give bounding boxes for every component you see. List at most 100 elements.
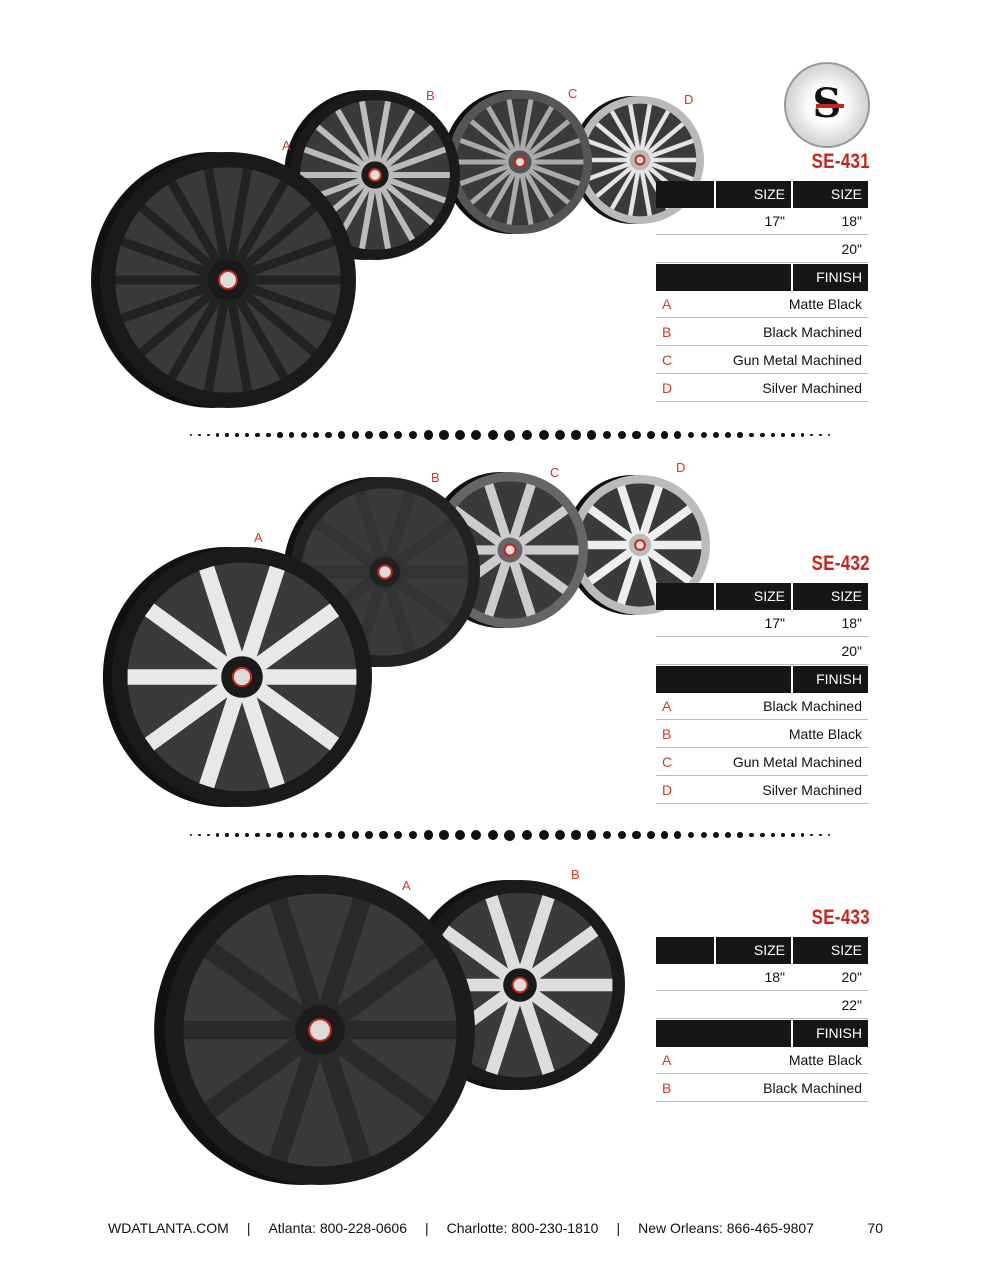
dot — [234, 433, 239, 437]
dot — [759, 432, 765, 438]
dot — [587, 430, 597, 440]
footer-atlanta-phone: Atlanta: 800-228-0606 — [268, 1220, 408, 1236]
dot — [312, 831, 320, 839]
dot — [521, 829, 533, 841]
dot — [700, 431, 707, 439]
dot — [471, 829, 482, 841]
wheel-finish-label: B — [571, 867, 580, 882]
separator: | — [246, 1220, 251, 1236]
size-header: SIZE — [714, 181, 791, 208]
finish-header-row: FINISH — [656, 1020, 868, 1047]
page-number: 70 — [867, 1220, 883, 1236]
dot — [571, 830, 581, 840]
size-value: 20" — [841, 643, 862, 659]
dot — [300, 832, 307, 838]
dot — [737, 832, 743, 838]
dot — [215, 833, 219, 837]
dot — [408, 430, 418, 440]
finish-name: Silver Machined — [762, 782, 862, 798]
finish-letter: D — [662, 782, 673, 798]
footer-new-orleans-phone: New Orleans: 866-465-9807 — [638, 1220, 814, 1236]
dot — [393, 830, 403, 840]
finish-name: Black Machined — [763, 324, 862, 340]
dot — [713, 432, 720, 438]
dot — [617, 430, 627, 440]
wheel-finish-label: A — [402, 878, 411, 893]
finish-letter: A — [662, 1052, 672, 1068]
size-row: 20" — [656, 236, 868, 263]
dot — [244, 832, 250, 838]
dot — [504, 829, 516, 841]
dot — [225, 833, 229, 837]
dot — [725, 432, 732, 438]
dot — [827, 834, 830, 836]
wheel-image — [102, 547, 372, 807]
finish-row: C Gun Metal Machined — [656, 749, 868, 776]
dot-divider — [190, 828, 830, 842]
finish-letter: C — [662, 754, 673, 770]
dot — [454, 430, 465, 440]
finish-name: Black Machined — [763, 698, 862, 714]
dot — [587, 830, 597, 840]
dot — [674, 431, 682, 439]
dot — [674, 831, 682, 839]
size-row: 22" — [656, 992, 868, 1019]
finish-name: Matte Black — [788, 1052, 862, 1068]
dot — [660, 831, 669, 839]
size-header: SIZE — [791, 583, 868, 610]
dot — [225, 433, 229, 437]
dot — [810, 833, 814, 837]
size-header: SIZE — [791, 181, 868, 208]
size-header: SIZE — [791, 937, 868, 964]
dot — [759, 832, 765, 838]
finish-letter: D — [662, 380, 673, 396]
model-title: SE-431 — [811, 150, 870, 173]
dot — [700, 831, 707, 839]
dot — [827, 434, 830, 436]
dot — [288, 432, 295, 438]
size-value: 20" — [841, 969, 862, 985]
footer-charlotte-phone: Charlotte: 800-230-1810 — [446, 1220, 599, 1236]
dot — [687, 831, 695, 839]
dot — [338, 831, 346, 839]
dot — [277, 832, 283, 838]
finish-header: FINISH — [791, 264, 868, 291]
dot — [713, 832, 720, 838]
size-value: 22" — [841, 997, 862, 1013]
size-header-row: SIZE SIZE — [656, 181, 868, 208]
dot — [617, 830, 627, 840]
finish-letter: B — [662, 1080, 672, 1096]
dot — [555, 430, 566, 440]
dot — [660, 431, 669, 439]
dot — [555, 830, 566, 840]
dot — [504, 429, 516, 441]
wheel-image — [565, 475, 710, 615]
finish-letter: C — [662, 352, 673, 368]
dot — [819, 433, 822, 437]
finish-row: A Black Machined — [656, 693, 868, 720]
footer-website[interactable]: WDATLANTA.COM — [108, 1220, 229, 1236]
finish-header-row: FINISH — [656, 264, 868, 291]
dot — [351, 431, 360, 439]
dot — [215, 433, 219, 437]
dot — [487, 429, 499, 441]
dot — [748, 832, 754, 838]
dot — [538, 829, 549, 841]
finish-letter: A — [662, 698, 672, 714]
dot — [770, 432, 775, 438]
dot — [810, 433, 814, 437]
dot — [737, 432, 743, 438]
dot — [365, 431, 374, 439]
dot — [748, 432, 754, 438]
dot — [602, 430, 612, 440]
dot — [687, 431, 695, 439]
dot — [379, 830, 388, 840]
finish-letter: A — [662, 296, 672, 312]
finish-name: Gun Metal Machined — [732, 754, 862, 770]
wheel-image — [91, 152, 356, 408]
size-value: 18" — [764, 969, 785, 985]
dot — [800, 833, 805, 837]
